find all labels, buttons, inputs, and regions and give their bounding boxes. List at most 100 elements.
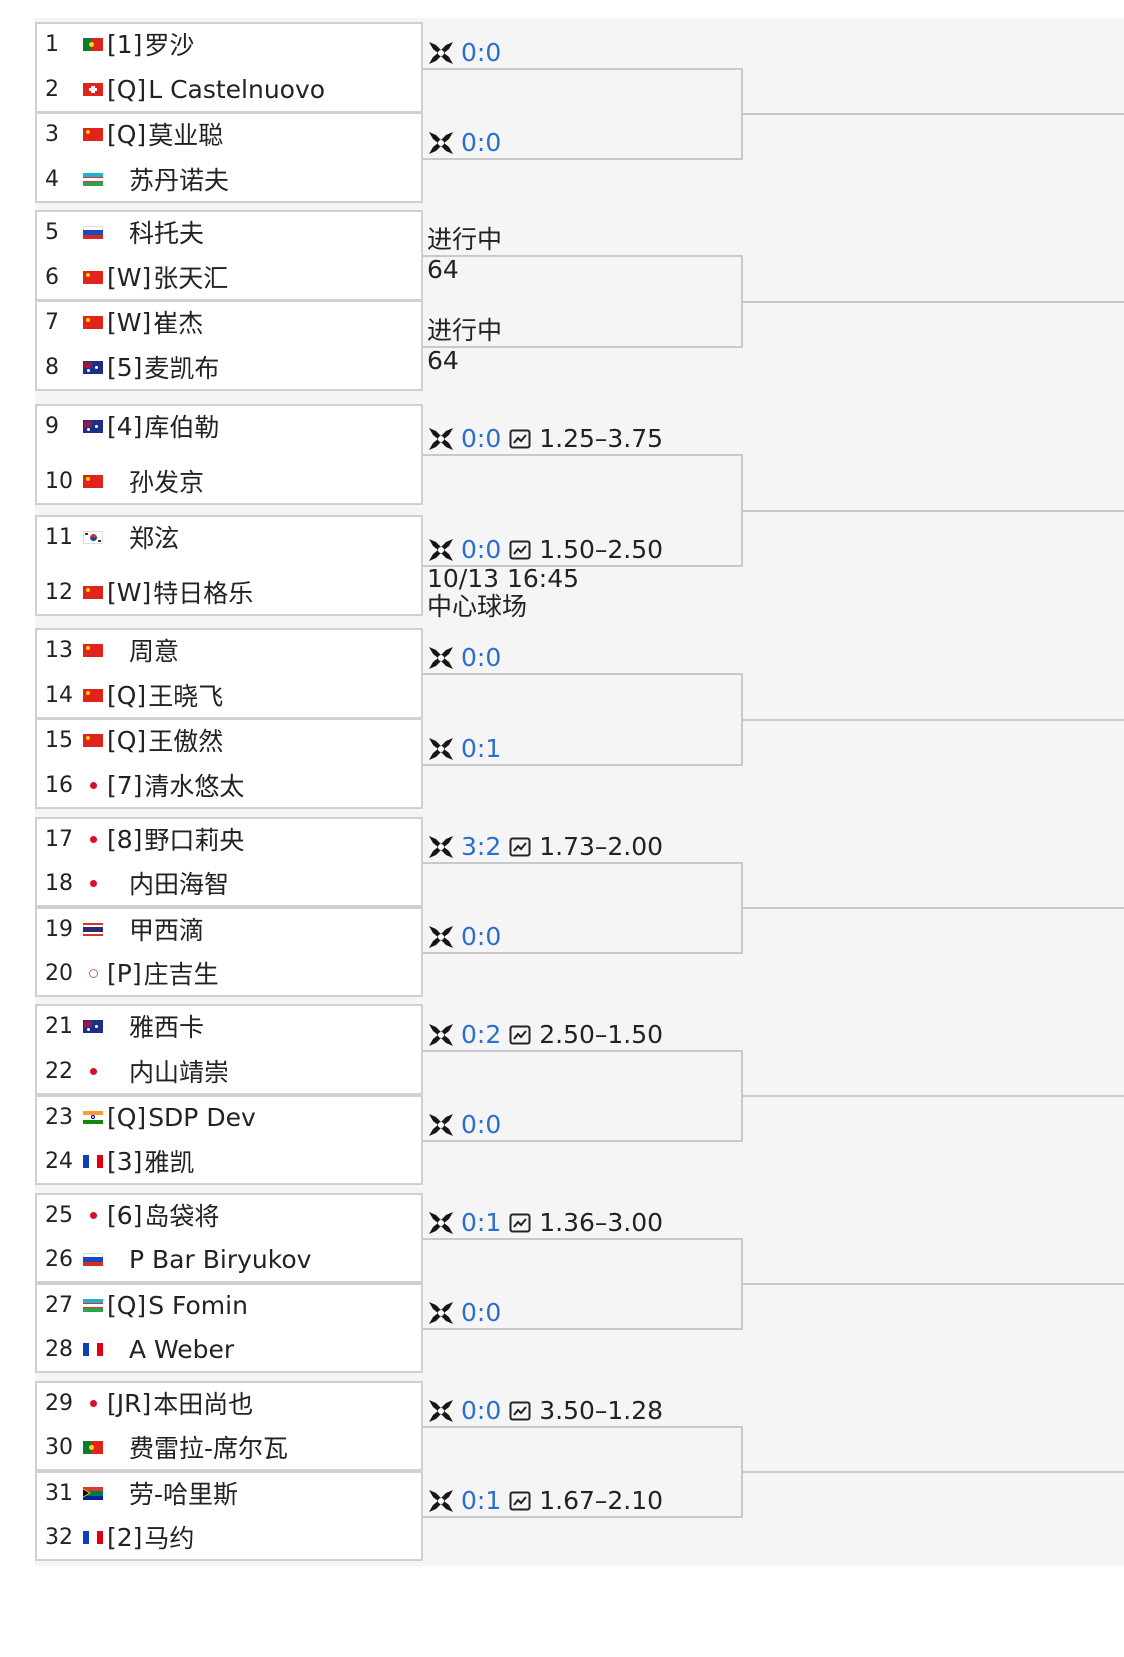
player-name[interactable]: 王傲然 — [148, 727, 224, 756]
match-odds[interactable]: 3.50–1.28 — [509, 1396, 663, 1426]
match-info[interactable]: 0:0 — [427, 922, 501, 952]
player-name[interactable]: 马约 — [144, 1524, 195, 1553]
match-score-row[interactable]: 0:0 — [427, 922, 501, 952]
player-row[interactable]: 23[Q]SDP Dev — [35, 1100, 256, 1134]
match-info[interactable]: 0:1 — [427, 734, 501, 764]
match-odds[interactable]: 2.50–1.50 — [509, 1020, 663, 1050]
player-name[interactable]: 内山靖崇 — [129, 1058, 230, 1087]
match-score-row[interactable]: 0:0 — [427, 643, 501, 673]
player-row[interactable]: 3[Q]莫业聪 — [35, 117, 223, 151]
player-name[interactable]: 甲西滴 — [129, 916, 205, 945]
match-odds[interactable]: 1.36–3.00 — [509, 1208, 663, 1238]
player-row[interactable]: 29[JR]本田尚也 — [35, 1386, 253, 1420]
player-name[interactable]: 内田海智 — [129, 870, 230, 899]
match-info[interactable]: 0:0 — [427, 1110, 501, 1140]
match-score-row[interactable]: 0:0 — [427, 38, 501, 68]
player-row[interactable]: 32[2]马约 — [35, 1520, 194, 1554]
match-score[interactable]: 0:0 — [461, 535, 502, 564]
match-score[interactable]: 0:0 — [461, 1298, 502, 1327]
player-name[interactable]: 罗沙 — [144, 31, 195, 60]
player-name[interactable]: 张天汇 — [153, 264, 229, 293]
match-odds[interactable]: 1.25–3.75 — [509, 424, 663, 454]
player-row[interactable]: 9[4]库伯勒 — [35, 409, 219, 443]
player-name[interactable]: 特日格乐 — [153, 579, 254, 608]
player-name[interactable]: 王晓飞 — [148, 682, 224, 711]
match-score[interactable]: 3:2 — [461, 832, 502, 861]
match-score-row[interactable]: 0:0 — [427, 128, 501, 158]
player-name[interactable]: 野口莉央 — [144, 826, 245, 855]
player-name[interactable]: P Bar Biryukov — [129, 1244, 312, 1274]
player-name[interactable]: 清水悠太 — [144, 772, 245, 801]
player-name[interactable]: 崔杰 — [153, 309, 204, 338]
player-row[interactable]: 17[8]野口莉央 — [35, 822, 244, 856]
player-name[interactable]: 郑泫 — [129, 524, 180, 553]
match-info[interactable]: 0:0 — [427, 643, 501, 673]
match-score-row[interactable]: 0:1 — [427, 734, 501, 764]
player-row[interactable]: 24[3]雅凯 — [35, 1144, 194, 1178]
player-row[interactable]: 27[Q]S Fomin — [35, 1288, 248, 1322]
player-name[interactable]: 庄吉生 — [143, 960, 219, 989]
match-score[interactable]: 0:0 — [461, 38, 502, 67]
match-score[interactable]: 0:2 — [461, 1020, 502, 1049]
player-name[interactable]: 库伯勒 — [144, 413, 220, 442]
match-odds[interactable]: 1.67–2.10 — [509, 1486, 663, 1516]
match-score[interactable]: 0:1 — [461, 1486, 502, 1515]
match-info[interactable]: 0:0 — [427, 38, 501, 68]
player-row[interactable]: 1[1]罗沙 — [35, 27, 194, 61]
player-row[interactable]: 14[Q]王晓飞 — [35, 678, 223, 712]
player-row[interactable]: 2[Q]L Castelnuovo — [35, 72, 325, 106]
match-info[interactable]: 0:0 — [427, 128, 501, 158]
match-score-row[interactable]: 0:0 — [427, 1298, 501, 1328]
player-row[interactable]: 25[6]岛袋将 — [35, 1198, 219, 1232]
player-name[interactable]: 岛袋将 — [144, 1202, 220, 1231]
match-score[interactable]: 0:0 — [461, 1396, 502, 1425]
match-info[interactable]: 0:0 — [427, 1298, 501, 1328]
match-score-row[interactable]: 0:0 — [427, 1110, 501, 1140]
match-score[interactable]: 0:0 — [461, 1110, 502, 1139]
player-name[interactable]: SDP Dev — [148, 1102, 256, 1132]
match-score[interactable]: 0:0 — [461, 424, 502, 453]
player-name[interactable]: A Weber — [129, 1334, 235, 1364]
match-odds[interactable]: 1.73–2.00 — [509, 832, 663, 862]
player-row[interactable]: 20[P]庄吉生 — [35, 956, 219, 990]
match-score[interactable]: 0:1 — [461, 734, 502, 763]
match-score[interactable]: 0:0 — [461, 643, 502, 672]
player-name[interactable]: 雅凯 — [144, 1148, 195, 1177]
match-score[interactable]: 0:0 — [461, 922, 502, 951]
player-name[interactable]: 费雷拉-席尔瓦 — [129, 1434, 289, 1463]
player-name[interactable]: S Fomin — [148, 1290, 248, 1320]
player-row[interactable]: 6[W]张天汇 — [35, 260, 228, 294]
player-name[interactable]: 莫业聪 — [148, 121, 224, 150]
player-name[interactable]: 麦凯布 — [144, 354, 220, 383]
player-name[interactable]: 孙发京 — [129, 468, 205, 497]
player-name[interactable]: 周意 — [129, 637, 180, 666]
match-score[interactable]: 0:1 — [461, 1208, 502, 1237]
